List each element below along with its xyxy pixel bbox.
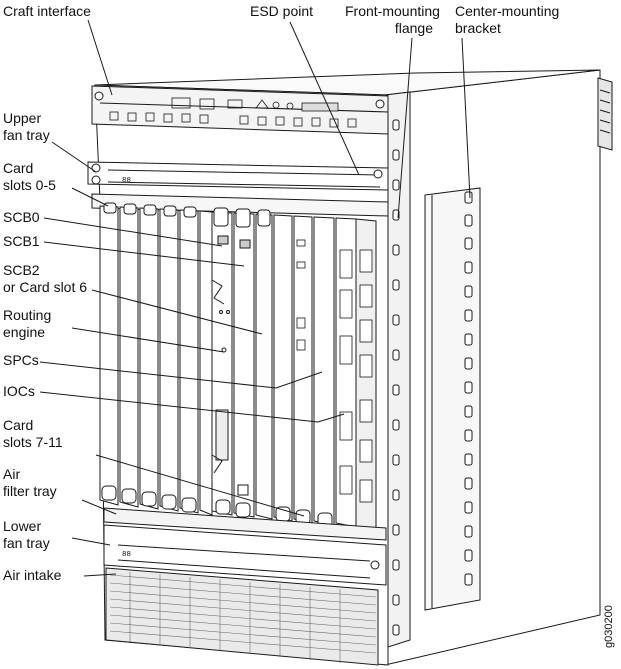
label-esd-point: ESD point [250, 3, 314, 19]
svg-text:88: 88 [122, 176, 131, 184]
leader-card-slots-7-11 [95, 454, 305, 517]
chassis-side-panel [384, 69, 601, 666]
leader-scb1 [43, 241, 245, 267]
leader-iocs-a [39, 391, 319, 423]
leader-air-intake [83, 573, 117, 577]
label-scb1: SCB1 [3, 233, 40, 249]
label-front-mounting-flange-line1: Front-mounting [345, 3, 440, 19]
card-cage-top-rail [91, 193, 389, 217]
label-card-slots-0-5-line2: slots 0-5 [3, 177, 56, 193]
center-mounting-bracket [424, 187, 481, 611]
label-front-mounting-flange: Front-mounting flange [345, 3, 440, 37]
leader-card-slots-0-5 [71, 187, 109, 207]
air-filter-tray [103, 507, 387, 541]
label-card-slots-7-11-line2: slots 7-11 [3, 434, 63, 450]
label-routing-engine: Routing engine [3, 307, 51, 341]
label-lower-fan-tray: Lower fan tray [3, 518, 50, 552]
label-center-mounting-bracket-line1: Center-mounting [455, 3, 560, 19]
rear-vent-icon [597, 77, 613, 151]
label-iocs: IOCs [3, 383, 35, 399]
leader-scb0 [43, 217, 223, 247]
label-front-mounting-flange-line2: flange [394, 20, 433, 36]
label-scb0: SCB0 [3, 209, 40, 225]
label-air-filter-tray: Air filter tray [3, 466, 57, 500]
label-upper-fan-tray: Upper fan tray [3, 110, 50, 144]
label-lower-fan-tray-line1: Lower [3, 518, 42, 534]
card-slots-0-5 [99, 202, 213, 516]
svg-text:88: 88 [122, 550, 131, 558]
label-craft-interface: Craft interface [3, 3, 91, 19]
leader-upper-fan-tray [51, 141, 97, 173]
leader-routing-engine [71, 327, 225, 353]
label-upper-fan-tray-line1: Upper [3, 110, 42, 126]
leader-craft-interface [87, 19, 113, 96]
lower-fan-tray: 88 [103, 524, 387, 586]
craft-interface-panel [91, 85, 389, 135]
leader-spcs-a [39, 361, 277, 389]
label-air-intake: Air intake [3, 567, 62, 583]
label-card-slots-7-11: Card slots 7-11 [3, 417, 63, 451]
leader-esd-point [289, 21, 360, 176]
leader-lower-fan-tray [71, 537, 111, 546]
label-scb2-line1: SCB2 [3, 262, 40, 278]
leader-front-mounting-flange [397, 37, 413, 219]
leader-lines [39, 19, 471, 577]
upper-fan-tray: 88 [87, 161, 389, 191]
label-center-mounting-bracket: Center-mounting bracket [455, 3, 559, 37]
label-routing-engine-line1: Routing [3, 307, 52, 323]
scb0-card [211, 207, 233, 516]
label-scb2: SCB2 or Card slot 6 [3, 262, 87, 296]
label-card-slots-7-11-line1: Card [3, 417, 34, 433]
ioc-cards [313, 216, 377, 531]
scb1-card [233, 208, 255, 518]
front-mounting-flange [384, 91, 411, 649]
label-lower-fan-tray-line2: fan tray [3, 535, 50, 551]
air-intake-grille [105, 567, 379, 666]
leader-center-mounting-bracket [461, 37, 471, 199]
label-center-mounting-bracket-line2: bracket [455, 20, 501, 36]
label-routing-engine-line2: engine [3, 324, 46, 340]
scb2-card-slot-6 [255, 209, 273, 520]
leader-spcs-b [275, 371, 323, 389]
label-card-slots-0-5-line1: Card [3, 160, 34, 176]
label-card-slots-0-5: Card slots 0-5 [3, 160, 56, 194]
spc-cards [273, 214, 325, 524]
leader-air-filter-tray [81, 499, 117, 515]
label-scb2-line2: or Card slot 6 [3, 279, 88, 295]
figure-id: g030200 [603, 605, 615, 648]
leader-iocs-b [317, 413, 345, 423]
label-air-filter-tray-line1: Air [3, 466, 21, 482]
label-air-filter-tray-line2: filter tray [3, 483, 57, 499]
leader-scb2 [91, 289, 263, 335]
label-upper-fan-tray-line2: fan tray [3, 127, 50, 143]
label-spcs: SPCs [3, 352, 39, 368]
